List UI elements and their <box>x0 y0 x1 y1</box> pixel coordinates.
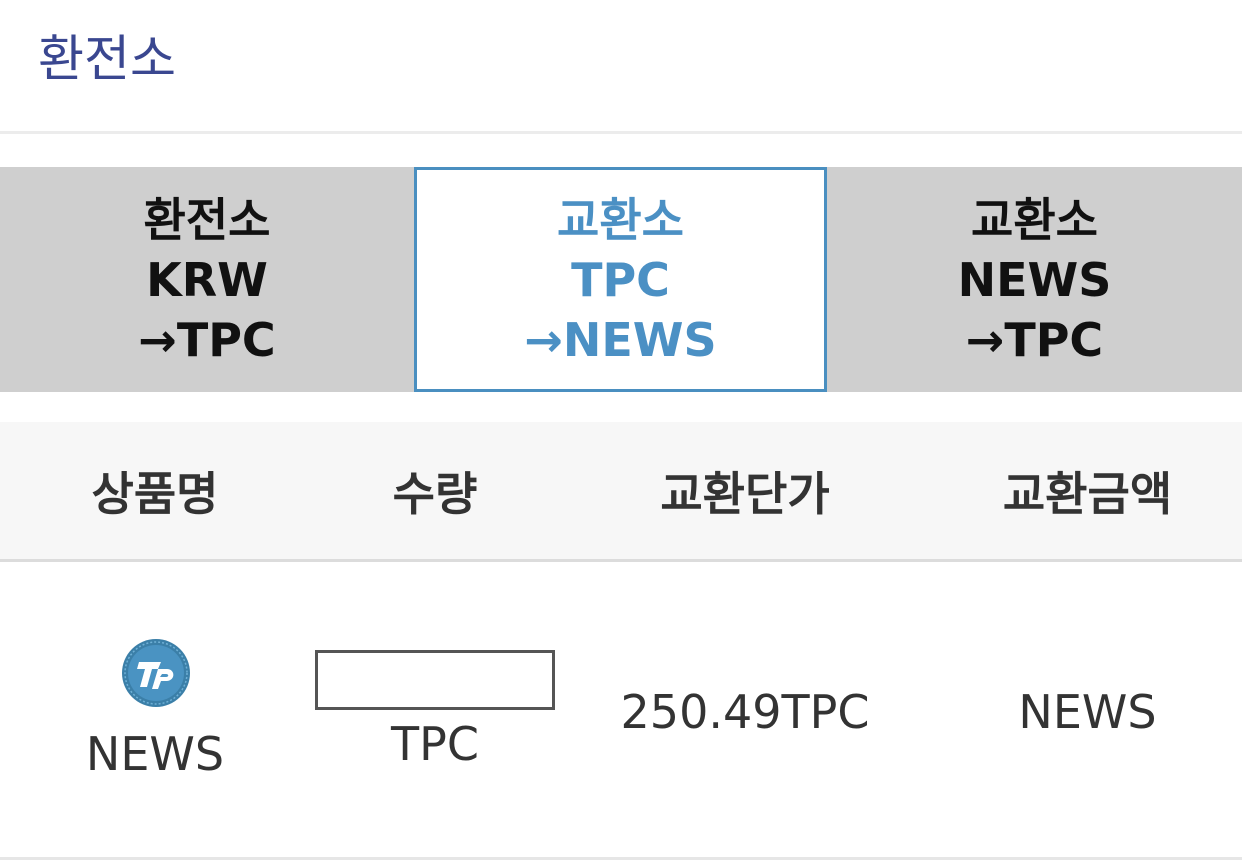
page-title: 환전소 <box>38 30 176 88</box>
page-header: 환전소 <box>0 0 1242 134</box>
quantity-input[interactable] <box>315 650 555 710</box>
column-header-unit-price: 교환단가 <box>660 466 830 521</box>
total-amount: NEWS <box>1018 685 1157 739</box>
exchange-tabs: 환전소 KRW →TPC 교환소 TPC →NEWS 교환소 NEWS →TPC <box>0 167 1242 392</box>
tab-label-line2: NEWS <box>957 252 1112 307</box>
tab-label-line3: →TPC <box>965 312 1104 367</box>
unit-price: 250.49TPC <box>620 685 870 739</box>
table-row: NEWS TPC 250.49TPC NEWS <box>0 562 1242 860</box>
table-header: 상품명 수량 교환단가 교환금액 <box>0 422 1242 562</box>
column-header-total: 교환금액 <box>1002 466 1173 521</box>
product-name: NEWS <box>85 727 225 781</box>
tab-news-to-tpc[interactable]: 교환소 NEWS →TPC <box>827 167 1242 392</box>
tab-label-line2: KRW <box>146 252 268 307</box>
tab-krw-to-tpc[interactable]: 환전소 KRW →TPC <box>0 167 414 392</box>
column-header-product: 상품명 <box>91 466 219 521</box>
tab-label-line2: TPC <box>571 252 670 307</box>
tab-tpc-to-news[interactable]: 교환소 TPC →NEWS <box>414 167 827 392</box>
tab-label-line1: 교환소 <box>557 192 684 247</box>
tab-label-line1: 환전소 <box>143 192 271 247</box>
column-header-quantity: 수량 <box>392 466 478 521</box>
quantity-unit: TPC <box>391 717 479 771</box>
tab-label-line3: →NEWS <box>524 312 717 367</box>
tab-label-line1: 교환소 <box>971 192 1098 247</box>
tab-label-line3: →TPC <box>138 312 276 367</box>
tp-logo-icon <box>122 639 190 707</box>
